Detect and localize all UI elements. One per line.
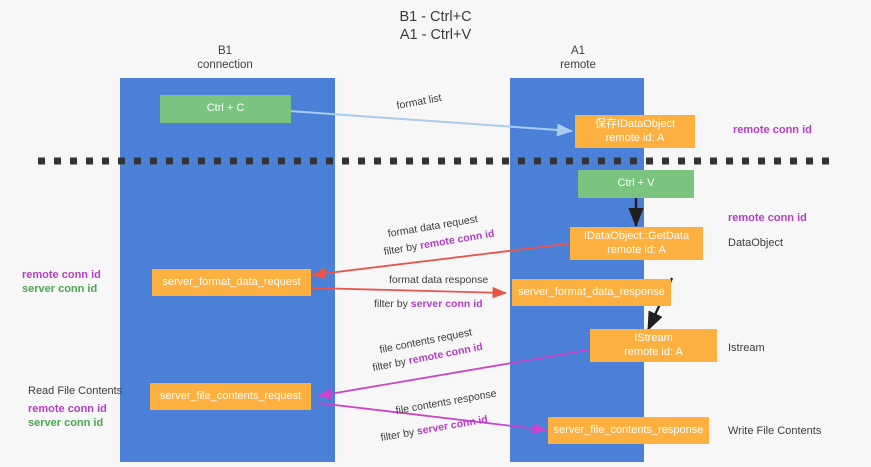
node-server-file-contents-request[interactable]: server_file_contents_request [150,383,311,410]
edge-label-fcr-filter-prefix: filter by [371,355,410,375]
annotation-right-istream: Istream [728,342,765,354]
annotation-right-remote-conn-id-mid: remote conn id [728,212,807,224]
node-ctrl-v-label: Ctrl + V [617,177,655,190]
edge-label-fdresp-filter-key: server conn id [410,298,483,310]
annotation-left-remote-conn-id-2: remote conn id [28,403,107,415]
node-server-format-data-request-label: server_format_data_request [162,275,301,288]
annotation-left-read-file-contents: Read File Contents [28,385,123,397]
edge-label-fdr-filter-prefix: filter by [382,240,422,259]
node-ctrl-c-label: Ctrl + C [206,102,245,115]
edge-label-format-data-response: format data response [389,274,488,287]
edge-label-format-data-response-text: format data response [389,274,489,286]
column-header-b1-sub: connection [197,58,253,71]
edge-label-format-list-text: format list [395,91,443,113]
node-server-file-contents-request-label: server_file_contents_request [159,389,302,402]
edge-label-format-list: format list [396,92,443,113]
annotation-right-dataobject: DataObject [728,237,784,249]
edge-label-fcresp-filter-key: server conn id [415,413,489,438]
annotation-left-remote-conn-id: remote conn id [22,269,101,281]
node-idataobject-getdata-line2: remote id: A [607,243,666,256]
node-server-format-data-request[interactable]: server_format_data_request [152,269,311,296]
node-server-file-contents-response-label: server_file_contents_response [553,423,704,436]
edge-label-fcresp-filter-prefix: filter by [379,425,419,445]
title-line-2: A1 - Ctrl+V [399,27,472,43]
annotation-right-remote-conn-id-top: remote conn id [733,124,812,136]
annotation-left-server-conn-id: server conn id [22,283,98,295]
node-idataobject-getdata-line1: IDataObject::GetData [583,230,690,242]
node-save-idataobject[interactable]: 保存IDataObject remote id: A [575,115,695,148]
edge-label-fcresp-text: file contents response [394,387,498,418]
connector-format-data-response [311,286,507,299]
column-header-b1: B1 connection [155,45,295,72]
edge-label-fdresp-filter-prefix: filter by [374,298,411,310]
annotation-left-server-conn-id-2: server conn id [28,417,104,429]
column-header-b1-name: B1 [217,45,233,57]
node-istream-line2: remote id: A [624,345,683,358]
column-header-a1-sub: remote [560,58,596,71]
node-server-format-data-response-label: server_format_data_response [518,285,665,298]
node-ctrl-c[interactable]: Ctrl + C [160,95,291,123]
node-istream-line1: IStream [634,332,673,344]
node-server-file-contents-response[interactable]: server_file_contents_response [548,417,709,444]
column-header-a1-name: A1 [570,45,586,57]
node-ctrl-v[interactable]: Ctrl + V [578,170,694,198]
node-server-format-data-response[interactable]: server_format_data_response [512,279,671,306]
node-save-idataobject-line2: remote id: A [605,131,665,144]
page-title: B1 - Ctrl+C A1 - Ctrl+V [0,8,871,44]
column-header-a1: A1 remote [518,45,638,72]
node-idataobject-getdata[interactable]: IDataObject::GetData remote id: A [570,227,703,260]
edge-label-format-data-response-filter: filter by server conn id [374,298,483,311]
node-save-idataobject-line1: 保存IDataObject [594,118,676,130]
node-istream[interactable]: IStream remote id: A [590,329,717,362]
title-line-1: B1 - Ctrl+C [399,9,472,25]
annotation-right-write-file-contents: Write File Contents [728,425,822,437]
